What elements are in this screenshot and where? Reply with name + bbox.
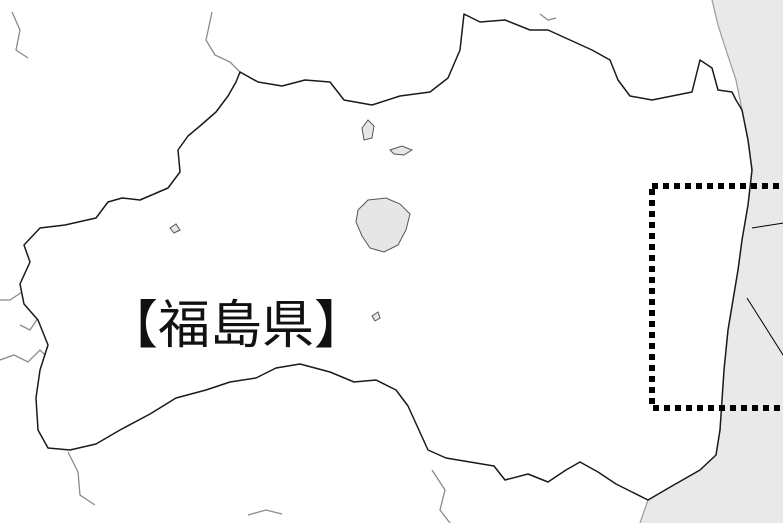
lake-small-1 [361,119,375,141]
neighbor-border-south-1 [67,451,96,506]
prefecture-label: 【福島県】 [106,296,367,356]
lake-small-2 [389,145,414,156]
neighbor-border-north [205,11,241,73]
neighbor-border-south-2 [431,469,451,523]
neighbor-border-northeast [539,13,557,21]
neighbor-border-south-3 [247,509,283,516]
lake-inawashiro [355,197,411,253]
prefecture-outline [19,13,753,501]
lake-small-3 [169,223,181,234]
sea-area [640,0,783,523]
highlight-frame [649,183,783,411]
neighbor-border-northwest [11,11,29,59]
callout-line-upper [751,222,783,229]
lake-small-4 [371,311,381,322]
